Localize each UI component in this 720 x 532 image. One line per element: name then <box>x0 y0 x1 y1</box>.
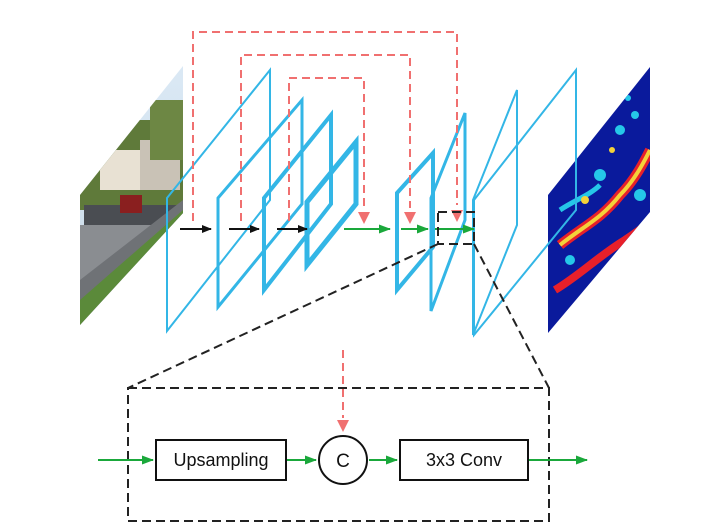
skip-connection-outer <box>192 31 458 221</box>
encoder-layer-4 <box>304 134 359 273</box>
upsampling-block: Upsampling <box>155 439 287 481</box>
decoder-layer-1 <box>395 147 435 296</box>
encoder-layer-3 <box>262 109 333 296</box>
output-heatmap <box>548 67 650 333</box>
conv-label: 3x3 Conv <box>426 450 502 470</box>
encoder-layer-1 <box>166 67 271 334</box>
input-image <box>80 66 183 325</box>
skip-connections <box>192 31 458 418</box>
decoder-layer-3 <box>472 89 518 336</box>
skip-connection-middle <box>240 54 411 221</box>
encoder-layers <box>166 67 359 334</box>
detail-panel <box>127 387 550 522</box>
decoder-layer-2 <box>429 112 467 312</box>
conv-block: 3x3 Conv <box>399 439 529 481</box>
zoom-focus-box <box>437 211 475 245</box>
concat-node: C <box>318 435 368 485</box>
zoom-line-right <box>473 243 550 389</box>
upsampling-label: Upsampling <box>173 450 268 470</box>
skip-arrowheads <box>337 210 463 432</box>
zoom-line-left <box>127 243 439 389</box>
skip-connection-inner <box>288 77 365 221</box>
decoder-layer-4 <box>473 67 577 338</box>
zoom-indicator <box>127 211 550 522</box>
encoder-layer-2 <box>216 95 304 312</box>
concat-label: C <box>336 451 350 472</box>
